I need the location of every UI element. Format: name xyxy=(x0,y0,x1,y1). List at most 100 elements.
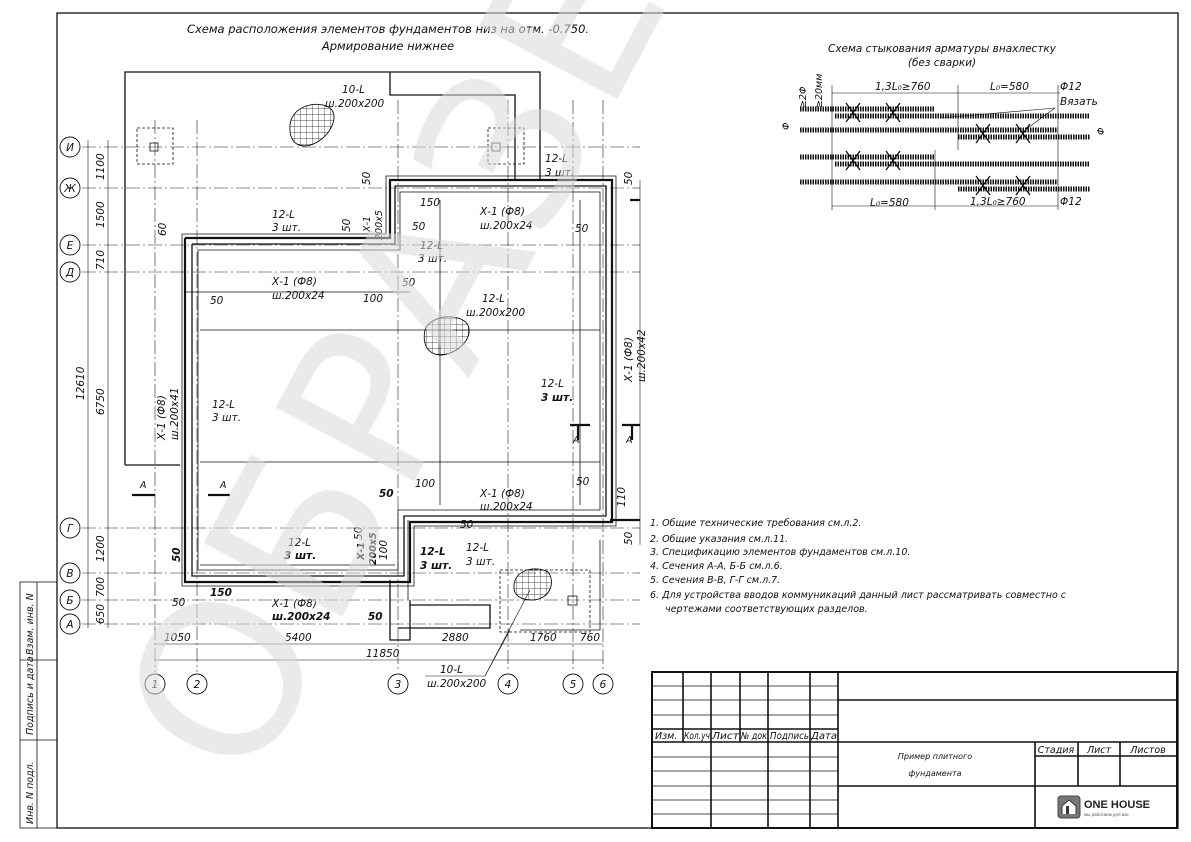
svg-text:50: 50 xyxy=(171,547,183,562)
svg-text:Φ12: Φ12 xyxy=(1060,196,1082,208)
sheet-frame xyxy=(56,12,1179,829)
svg-text:ш.200х200: ш.200х200 xyxy=(466,307,526,319)
svg-text:50: 50 xyxy=(361,171,373,185)
section-marks: А А А А xyxy=(132,423,640,497)
svg-text:L₀=580: L₀=580 xyxy=(990,81,1029,93)
axis-row-zh: Ж xyxy=(63,183,76,195)
svg-text:1200: 1200 xyxy=(95,535,107,562)
note: 1. Общие технические требования см.л.2. xyxy=(650,518,861,529)
svg-text:Х-1 (Ф8): Х-1 (Ф8) xyxy=(271,276,317,288)
svg-text:50: 50 xyxy=(412,221,426,233)
svg-text:50: 50 xyxy=(623,531,635,545)
sheet-label: Лист xyxy=(1086,745,1112,756)
axis-col-4: 4 xyxy=(505,679,512,691)
svg-text:50: 50 xyxy=(623,171,635,185)
svg-text:150: 150 xyxy=(210,587,232,599)
svg-text:ш.200х42: ш.200х42 xyxy=(636,329,648,382)
note: 5. Сечения В-В, Г-Г см.л.7. xyxy=(650,575,780,586)
svg-text:3 шт.: 3 шт. xyxy=(212,412,241,424)
dimension-lines xyxy=(87,140,641,661)
drawing-name-2: фундамента xyxy=(909,769,962,778)
note: 6. Для устройства вводов коммуникаций да… xyxy=(650,590,1067,601)
svg-text:12-L: 12-L xyxy=(420,240,443,252)
svg-text:10-L: 10-L xyxy=(342,84,365,96)
svg-text:Х-1: Х-1 xyxy=(356,542,367,561)
svg-text:Х-1 (Ф8): Х-1 (Ф8) xyxy=(479,488,525,500)
svg-text:ш.200х41: ш.200х41 xyxy=(169,387,181,440)
header-date: Дата xyxy=(810,731,837,742)
svg-text:ш.200х200: ш.200х200 xyxy=(325,98,385,110)
svg-text:ONE HOUSE: ONE HOUSE xyxy=(1084,799,1150,811)
stamp-signature-date: Подпись и дата xyxy=(25,656,36,735)
svg-text:110: 110 xyxy=(616,487,628,507)
svg-text:3 шт.: 3 шт. xyxy=(418,253,447,265)
svg-text:50: 50 xyxy=(368,611,383,623)
svg-text:60: 60 xyxy=(157,222,169,236)
splice-scheme: Схема стыкования арматуры внахлестку (бе… xyxy=(781,43,1107,210)
svg-text:1050: 1050 xyxy=(164,632,191,644)
svg-text:≥2Φ: ≥2Φ xyxy=(798,87,809,108)
svg-text:100: 100 xyxy=(415,478,435,490)
note: 2. Общие указания см.л.11. xyxy=(650,534,788,545)
svg-text:3 шт.: 3 шт. xyxy=(541,392,573,404)
svg-text:Х-1 (Ф8): Х-1 (Ф8) xyxy=(156,395,168,441)
foundation-outline xyxy=(124,71,601,641)
svg-text:Φ: Φ xyxy=(781,123,792,130)
hatched-zone xyxy=(423,316,470,356)
svg-text:200х5: 200х5 xyxy=(368,532,379,565)
svg-text:12-L: 12-L xyxy=(545,153,568,165)
svg-text:50: 50 xyxy=(210,295,224,307)
svg-text:1100: 1100 xyxy=(95,153,107,180)
svg-text:50: 50 xyxy=(575,223,589,235)
svg-text:6750: 6750 xyxy=(95,388,107,415)
svg-text:Х-1 (Ф8): Х-1 (Ф8) xyxy=(479,206,525,218)
svg-text:12-L: 12-L xyxy=(541,378,564,390)
axis-markers-rows: И Ж Е Д Г В Б А xyxy=(59,136,81,635)
svg-text:10-L: 10-L xyxy=(440,664,463,676)
note: чертежами соответствующих разделов. xyxy=(650,604,868,615)
axis-row-e: Е xyxy=(67,240,74,252)
svg-text:5400: 5400 xyxy=(285,632,312,644)
svg-text:1,3L₀≥760: 1,3L₀≥760 xyxy=(875,81,931,93)
axis-col-2: 2 xyxy=(194,679,201,691)
svg-text:Φ: Φ xyxy=(1096,128,1107,135)
svg-text:мы работаем для вас: мы работаем для вас xyxy=(1084,812,1130,817)
header-signature: Подпись xyxy=(770,731,809,742)
svg-text:11850: 11850 xyxy=(366,648,400,660)
bottom-dimensions: 1050 5400 2880 1760 760 11850 xyxy=(164,632,600,660)
svg-text:3 шт.: 3 шт. xyxy=(545,167,574,179)
left-dimensions: 1100 1500 710 6750 12610 1200 700 650 xyxy=(75,153,107,624)
svg-text:100: 100 xyxy=(378,540,390,560)
plan-subtitle: Армирование нижнее xyxy=(321,39,454,53)
axis-row-i: И xyxy=(66,142,74,154)
axis-markers-cols: 1 2 3 4 5 6 xyxy=(144,673,614,695)
svg-text:200х5: 200х5 xyxy=(374,210,385,240)
svg-text:12-L: 12-L xyxy=(272,209,295,221)
svg-text:А: А xyxy=(219,480,227,491)
svg-text:3 шт.: 3 шт. xyxy=(284,550,316,562)
axis-row-v: В xyxy=(66,568,73,580)
svg-text:L₀=580: L₀=580 xyxy=(870,197,909,209)
axis-col-1: 1 xyxy=(152,679,159,691)
svg-text:1,3L₀≥760: 1,3L₀≥760 xyxy=(970,196,1026,208)
title-block: Изм. Кол.уч Лист № док Подпись Дата Прим… xyxy=(651,671,1178,829)
svg-text:710: 710 xyxy=(95,250,107,270)
svg-text:50: 50 xyxy=(341,218,353,232)
svg-text:50: 50 xyxy=(460,519,474,531)
rebar-labels: 10-L ш.200х200 12-L 3 шт. 12-L 3 шт. Х-1… xyxy=(156,84,648,690)
svg-text:Х-1 (Ф8): Х-1 (Ф8) xyxy=(623,337,635,383)
svg-text:700: 700 xyxy=(95,577,107,597)
svg-text:А: А xyxy=(625,435,633,446)
svg-text:12-L: 12-L xyxy=(466,542,489,554)
svg-text:50: 50 xyxy=(576,476,590,488)
stamp-replaced-inv: Взам. инв. N xyxy=(25,593,36,655)
svg-text:(без сварки): (без сварки) xyxy=(908,57,976,69)
svg-text:3 шт.: 3 шт. xyxy=(466,556,495,568)
svg-text:100: 100 xyxy=(363,293,383,305)
general-notes: 1. Общие технические требования см.л.2. … xyxy=(650,518,1067,615)
svg-text:Вязать: Вязать xyxy=(1060,96,1098,108)
axis-row-d: Д xyxy=(65,267,74,279)
svg-text:650: 650 xyxy=(95,604,107,624)
header-izm: Изм. xyxy=(655,731,677,742)
